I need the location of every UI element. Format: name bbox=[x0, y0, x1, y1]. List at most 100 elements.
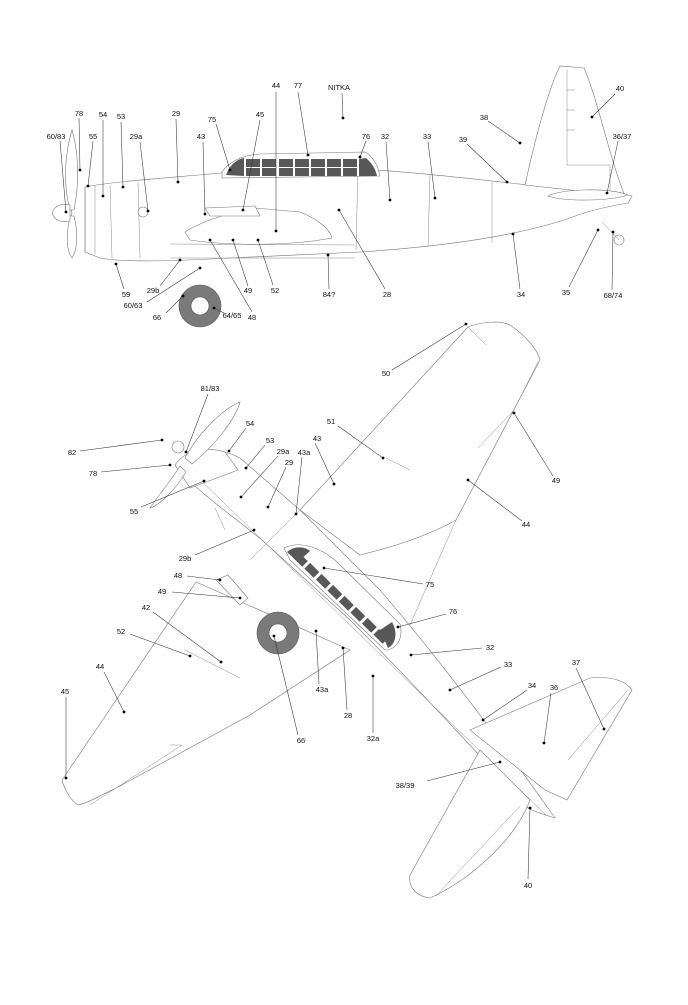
part-number-label: 36/37 bbox=[613, 132, 632, 141]
top-canopy-pane bbox=[338, 595, 354, 611]
part-number-label: 49 bbox=[552, 476, 560, 485]
top-callout-52: 52 bbox=[117, 627, 192, 658]
part-number-label: 52 bbox=[117, 627, 125, 636]
side-callout-48: 48 bbox=[208, 238, 256, 322]
top-callout-40: 40 bbox=[524, 806, 532, 890]
leader-dot bbox=[266, 505, 270, 509]
top-canopy-pane bbox=[315, 573, 331, 589]
leader-line bbox=[315, 630, 320, 685]
leader-dot bbox=[448, 688, 452, 692]
top-callout-29b: 29b bbox=[179, 528, 256, 563]
leader-dot bbox=[341, 116, 345, 120]
side-callout-44: 44 bbox=[272, 81, 280, 233]
side-callout-38: 38 bbox=[480, 113, 522, 145]
part-number-label: 44 bbox=[96, 662, 104, 671]
top-callout-32a: 32a bbox=[367, 674, 380, 743]
side-canopy-pane bbox=[343, 159, 357, 167]
part-number-label: 49 bbox=[244, 286, 252, 295]
side-canopy-pane bbox=[279, 159, 293, 167]
part-number-label: 81/83 bbox=[201, 384, 220, 393]
leader-line bbox=[139, 141, 149, 212]
part-number-label: 43a bbox=[316, 685, 329, 694]
leader-line bbox=[341, 92, 344, 119]
part-number-label: 29a bbox=[277, 447, 290, 456]
side-callout-77: 77 bbox=[294, 81, 310, 157]
leader-line bbox=[232, 239, 249, 287]
leader-dot bbox=[464, 322, 468, 326]
leader-line bbox=[611, 231, 614, 291]
part-number-label: 60/63 bbox=[124, 301, 143, 310]
leader-dot bbox=[188, 654, 192, 658]
leader-dot bbox=[122, 710, 126, 714]
leader-line bbox=[527, 807, 531, 880]
side-callout-53: 53 bbox=[117, 112, 125, 189]
leader-line bbox=[426, 761, 501, 782]
leader-dot bbox=[160, 438, 164, 442]
leader-line bbox=[391, 323, 467, 371]
leader-line bbox=[194, 529, 255, 556]
leader-line bbox=[342, 647, 348, 711]
top-left-aileron bbox=[89, 744, 183, 806]
leader-line bbox=[327, 254, 330, 290]
side-callout-76: 76 bbox=[358, 132, 370, 159]
top-canopy-panes bbox=[287, 547, 396, 648]
top-callout-42: 42 bbox=[142, 603, 223, 664]
side-callout-36-37: 36/37 bbox=[605, 132, 632, 195]
side-callout-60-83: 60/83 bbox=[47, 132, 68, 214]
side-callout-39: 39 bbox=[459, 135, 509, 184]
leader-dot bbox=[322, 566, 326, 570]
part-number-label: 29b bbox=[179, 554, 192, 563]
leader-line bbox=[209, 239, 253, 313]
part-number-label: 29 bbox=[172, 109, 180, 118]
leader-line bbox=[152, 611, 222, 663]
part-number-label: 75 bbox=[208, 115, 216, 124]
top-callout-38-39: 38/39 bbox=[396, 760, 502, 790]
part-number-label: 43a bbox=[298, 448, 311, 457]
part-number-label: 60/83 bbox=[47, 132, 66, 141]
leader-dot bbox=[256, 238, 260, 242]
leader-dot bbox=[86, 184, 90, 188]
part-number-label: 39 bbox=[459, 135, 467, 144]
side-callout-59: 59 bbox=[114, 262, 130, 299]
top-canopy-pane bbox=[361, 617, 377, 633]
part-number-label: 49 bbox=[158, 587, 166, 596]
part-number-label: 42 bbox=[142, 603, 150, 612]
side-windscreen bbox=[226, 158, 244, 176]
leader-line bbox=[267, 466, 287, 508]
leader-line bbox=[543, 692, 552, 744]
side-propeller-blade-upper bbox=[65, 128, 78, 211]
leader-dot bbox=[409, 653, 413, 657]
part-number-label: 54 bbox=[246, 419, 254, 428]
side-rear-canopy bbox=[359, 158, 377, 176]
side-canopy-pane bbox=[311, 159, 325, 167]
leader-line bbox=[185, 393, 209, 453]
part-number-label: 28 bbox=[344, 711, 352, 720]
side-callout-52: 52 bbox=[256, 238, 279, 295]
leader-line bbox=[575, 667, 605, 730]
side-callout-55: 55 bbox=[86, 132, 97, 188]
part-number-label: 82 bbox=[68, 448, 76, 457]
leader-line bbox=[482, 689, 528, 721]
leader-line bbox=[213, 307, 225, 314]
top-callout-45: 45 bbox=[61, 687, 69, 780]
side-callout-68-74: 68/74 bbox=[604, 230, 622, 300]
leader-dot bbox=[511, 232, 515, 236]
leader-dot bbox=[78, 168, 82, 172]
part-number-label: 48 bbox=[174, 571, 182, 580]
part-number-label: 43 bbox=[197, 132, 205, 141]
side-callout-29: 29 bbox=[172, 109, 180, 184]
part-number-label: 51 bbox=[327, 417, 335, 426]
top-callout-76: 76 bbox=[396, 607, 457, 629]
leader-line bbox=[314, 442, 335, 485]
leader-dot bbox=[542, 741, 546, 745]
part-number-label: 59 bbox=[122, 290, 130, 299]
top-view bbox=[61, 321, 633, 899]
leader-dot bbox=[371, 674, 375, 678]
top-callout-49: 49 bbox=[158, 587, 242, 600]
part-number-label: NITKA bbox=[328, 83, 350, 92]
leader-dot bbox=[381, 456, 385, 460]
top-callout-50: 50 bbox=[382, 322, 468, 378]
top-callout-49r: 49 bbox=[512, 411, 560, 485]
part-number-label: 35 bbox=[562, 288, 570, 297]
side-callout-35: 35 bbox=[562, 228, 600, 297]
